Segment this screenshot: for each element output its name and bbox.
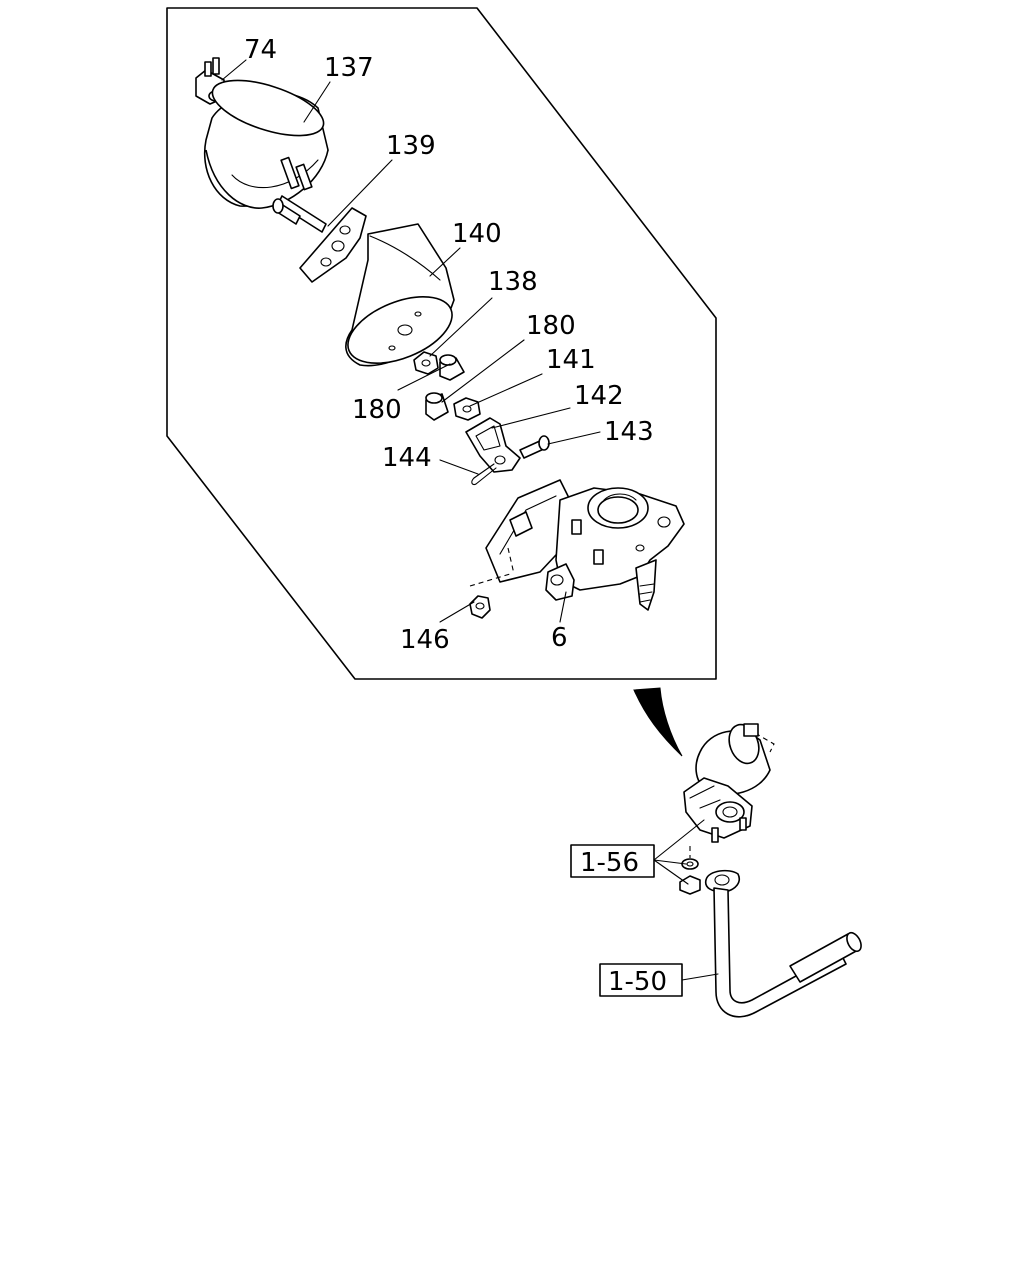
part-142-lever[interactable] [465, 417, 521, 473]
leader-lines [221, 59, 601, 623]
reference-box-1-56[interactable]: 1-56 [570, 844, 655, 878]
part-6-valve-body[interactable] [485, 479, 685, 611]
callout-180-upper: 180 [526, 311, 576, 341]
callout-138: 138 [488, 267, 538, 297]
callout-142: 142 [574, 381, 624, 411]
reference-label-1-56: 1-56 [580, 848, 639, 878]
callout-6: 6 [551, 623, 568, 653]
detail-pointer-arrow [633, 687, 683, 757]
part-146-guide-line [469, 573, 511, 587]
part-141-nut[interactable] [453, 397, 481, 421]
part-146-nut[interactable] [469, 595, 491, 619]
callout-143: 143 [604, 417, 654, 447]
part-143-bolt[interactable] [519, 435, 550, 459]
callout-140: 140 [452, 219, 502, 249]
part-137-actuator[interactable] [204, 69, 330, 233]
callout-74: 74 [244, 35, 277, 65]
part-144-pin[interactable] [471, 463, 497, 486]
callout-180-lower: 180 [352, 395, 402, 425]
callout-141: 141 [546, 345, 596, 375]
part-180-spacer-a[interactable] [439, 354, 465, 381]
part-140-bracket[interactable] [339, 223, 462, 377]
part-146-guide-line-b [507, 547, 515, 575]
reference-box-1-50[interactable]: 1-50 [599, 963, 683, 997]
detail-frame [166, 7, 717, 680]
reference-label-1-50: 1-50 [608, 967, 667, 997]
reference-leaders [653, 819, 719, 981]
callout-137: 137 [324, 53, 374, 83]
callout-144: 144 [382, 443, 432, 473]
part-139-gasket[interactable] [299, 207, 367, 283]
callout-139: 139 [386, 131, 436, 161]
part-138-nut[interactable] [413, 351, 439, 375]
overview-assembly[interactable] [679, 720, 864, 1018]
callout-146: 146 [400, 625, 450, 655]
part-180-spacer-b[interactable] [425, 392, 449, 421]
